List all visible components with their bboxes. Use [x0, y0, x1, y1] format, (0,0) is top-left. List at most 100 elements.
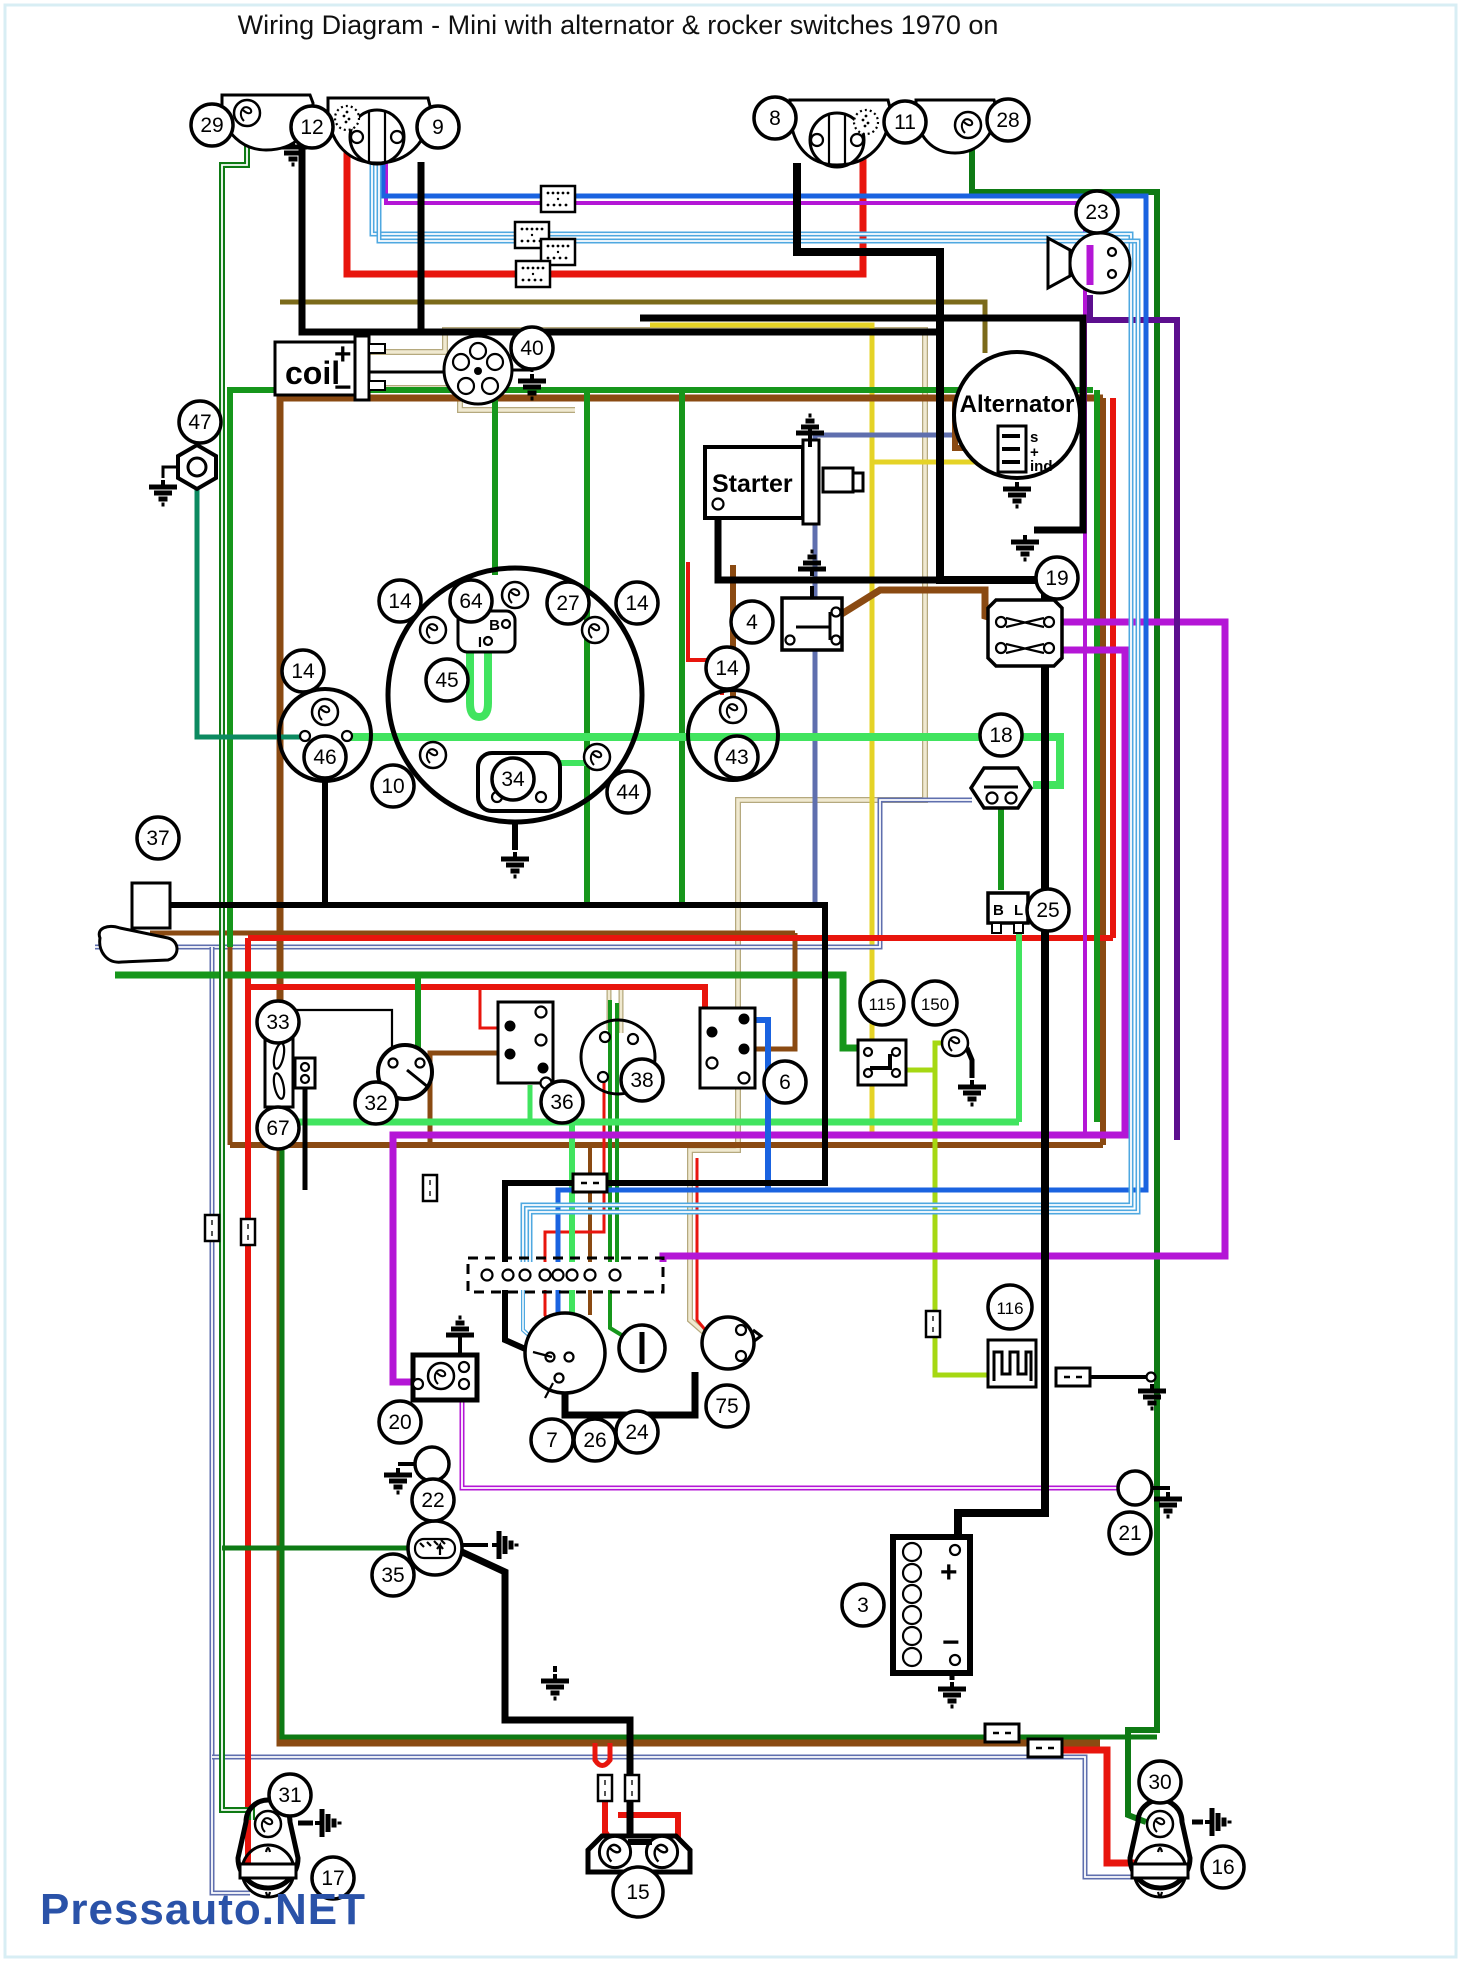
gauge-43 — [686, 688, 780, 782]
brake-switch-75 — [700, 1315, 756, 1371]
callout-14: 14 — [377, 578, 423, 624]
battery: + − — [890, 1534, 973, 1676]
svg-text:23: 23 — [1085, 201, 1108, 224]
callout-22: 22 — [410, 1477, 456, 1523]
callout-16: 16 — [1200, 1844, 1246, 1890]
rear-lamp-left — [235, 1797, 301, 1899]
svg-text:46: 46 — [313, 746, 336, 769]
bulb-150 — [940, 1028, 970, 1058]
callout-3: 3 — [840, 1582, 886, 1628]
page-border — [3, 3, 1458, 1959]
callout-36: 36 — [539, 1079, 585, 1125]
svg-text:116: 116 — [996, 1299, 1023, 1318]
svg-text:10: 10 — [381, 775, 404, 798]
svg-text:150: 150 — [921, 995, 949, 1014]
svg-text:14: 14 — [388, 590, 412, 613]
svg-text:7: 7 — [546, 1429, 558, 1452]
callout-4: 4 — [729, 599, 775, 645]
alternator-label: Alternator — [960, 391, 1075, 418]
callout-15: 15 — [611, 1865, 665, 1919]
callout-30: 30 — [1137, 1759, 1183, 1805]
callout-35: 35 — [370, 1552, 416, 1598]
svg-text:75: 75 — [715, 1395, 738, 1418]
starter-motor: Starter — [703, 425, 865, 526]
coil-label: coil — [285, 355, 340, 391]
rotary-unit-7 — [523, 1311, 607, 1399]
svg-text:20: 20 — [388, 1411, 411, 1434]
alternator-terminal-s: s — [1030, 429, 1038, 446]
svg-text:12: 12 — [300, 116, 323, 139]
callout-6: 6 — [762, 1059, 808, 1105]
rocker-switch-18 — [968, 766, 1034, 810]
svg-text:8: 8 — [769, 107, 781, 130]
svg-text:36: 36 — [550, 1091, 573, 1114]
headlamp-right — [788, 98, 892, 169]
svg-text:27: 27 — [556, 592, 579, 615]
svg-text:14: 14 — [715, 657, 739, 680]
svg-text:29: 29 — [200, 114, 223, 137]
battery-plus: + — [940, 1556, 958, 1589]
svg-text:6: 6 — [779, 1071, 791, 1094]
svg-text:15: 15 — [626, 1881, 649, 1904]
callout-14: 14 — [704, 645, 750, 691]
page-title: Wiring Diagram - Mini with alternator & … — [238, 10, 999, 40]
ign-warning-b: B — [489, 617, 500, 634]
callout-10: 10 — [370, 763, 416, 809]
svg-text:37: 37 — [146, 827, 169, 850]
svg-text:38: 38 — [630, 1069, 653, 1092]
callout-7: 7 — [529, 1417, 575, 1463]
flasher-unit-25: B L — [986, 891, 1030, 934]
svg-text:34: 34 — [501, 768, 525, 791]
svg-text:19: 19 — [1045, 567, 1068, 590]
ignition-switch — [780, 586, 844, 652]
svg-text:115: 115 — [868, 995, 895, 1014]
alternator-terminal-plus: + — [1030, 444, 1039, 461]
svg-text:32: 32 — [364, 1092, 387, 1115]
callout-21: 21 — [1107, 1510, 1153, 1556]
heater-resistor-116 — [986, 1338, 1157, 1389]
wiper-motor — [97, 881, 179, 964]
battery-minus: − — [942, 1626, 960, 1659]
svg-text:31: 31 — [278, 1784, 301, 1807]
svg-text:47: 47 — [188, 411, 211, 434]
callout-25: 25 — [1025, 887, 1071, 933]
ign-warning-i: I — [478, 634, 482, 651]
svg-text:22: 22 — [421, 1489, 444, 1512]
components: coil + − Starter — [97, 93, 1193, 1899]
callout-37: 37 — [135, 815, 181, 861]
svg-text:14: 14 — [291, 660, 315, 683]
callout-31: 31 — [267, 1772, 313, 1818]
svg-text:21: 21 — [1118, 1522, 1141, 1545]
distributor — [442, 334, 514, 406]
callout-38: 38 — [619, 1057, 665, 1103]
callout-45: 45 — [424, 657, 470, 703]
watermark: Pressauto.NET — [40, 1885, 366, 1934]
callout-27: 27 — [545, 580, 591, 626]
panel-lamp-20 — [410, 1342, 480, 1403]
callout-33: 33 — [255, 999, 301, 1045]
callout-14: 14 — [614, 580, 660, 626]
svg-text:28: 28 — [996, 109, 1019, 132]
svg-text:43: 43 — [725, 746, 748, 769]
callout-40: 40 — [509, 325, 555, 371]
flasher-b: B — [993, 902, 1004, 919]
callout-23: 23 — [1074, 189, 1120, 235]
alternator: Alternator s + ind — [952, 350, 1082, 480]
callout-12: 12 — [289, 104, 335, 150]
indicator-repeater-21 — [1116, 1469, 1154, 1507]
switch-36 — [496, 1000, 555, 1090]
coil-minus: − — [334, 371, 352, 404]
gauge-46 — [277, 687, 373, 783]
svg-text:26: 26 — [583, 1429, 606, 1452]
svg-text:14: 14 — [625, 592, 649, 615]
callout-116: 116 — [986, 1283, 1034, 1331]
alternator-terminal-ind: ind — [1030, 458, 1053, 475]
svg-text:44: 44 — [616, 781, 640, 804]
svg-text:16: 16 — [1211, 1856, 1234, 1879]
svg-text:45: 45 — [435, 669, 458, 692]
callout-19: 19 — [1034, 555, 1080, 601]
callout-150: 150 — [911, 979, 959, 1027]
switch-6 — [698, 1006, 757, 1090]
